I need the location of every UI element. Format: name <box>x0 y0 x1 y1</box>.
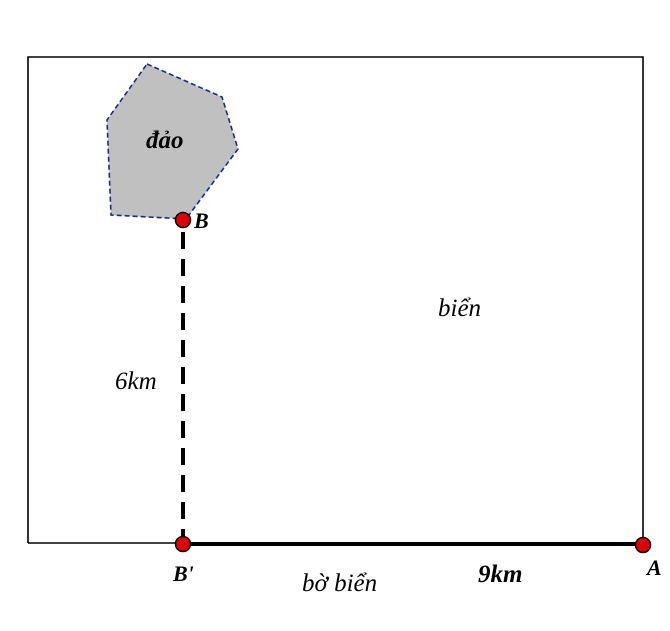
shore-label: bờ biển <box>302 570 377 597</box>
sea-frame <box>27 56 644 545</box>
point-b <box>174 211 192 229</box>
island-shape <box>106 63 239 220</box>
point-b-prime-label: B' <box>172 561 194 586</box>
point-a-label: A <box>645 555 662 580</box>
island-label: đảo <box>146 127 184 154</box>
distance-bb-label: 6km <box>115 368 157 395</box>
sea-label: biển <box>438 295 481 322</box>
point-b-label: B <box>193 208 209 233</box>
point-b-prime <box>174 535 192 553</box>
point-a <box>634 536 652 554</box>
distance-ba-label: 9km <box>478 561 522 588</box>
